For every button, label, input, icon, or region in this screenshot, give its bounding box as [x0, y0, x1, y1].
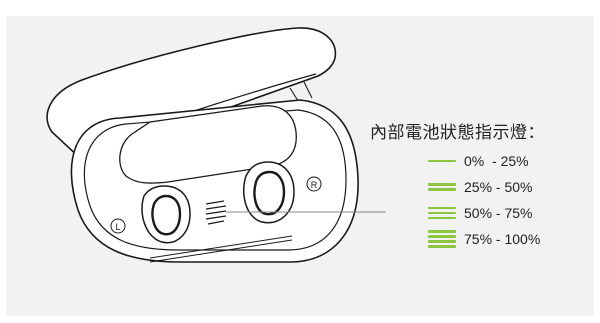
legend-title: 內部電池狀態指示燈：: [370, 123, 545, 143]
level-bars-icon: [428, 177, 456, 197]
indicator-bar: [428, 188, 456, 191]
legend-row-level-4: 75% - 100%: [428, 226, 598, 252]
legend-row-level-2: 25% - 50%: [428, 174, 598, 200]
battery-indicator-lights: [205, 200, 227, 225]
indicator-bar: [428, 159, 456, 163]
case-bottom-seam: [149, 235, 293, 263]
level-range-label: 75% - 100%: [464, 231, 541, 247]
right-earbud-slot: [253, 170, 286, 216]
indicator-bar: [428, 183, 456, 186]
level-range-label: 50% - 75%: [464, 205, 533, 221]
right-marker: R: [306, 176, 322, 192]
indicator-bar: [428, 235, 456, 238]
right-marker-label: R: [311, 180, 318, 190]
level-range-label: 25% - 50%: [464, 179, 533, 195]
indicator-bar: [428, 230, 456, 233]
indicator-bar: [428, 240, 456, 243]
indicator-bar: [428, 211, 456, 215]
level-bars-icon: [428, 151, 456, 171]
legend-row-level-3: 50% - 75%: [428, 200, 598, 226]
level-range-label: 0% - 25%: [464, 153, 529, 169]
left-marker: L: [110, 218, 126, 234]
left-marker-label: L: [115, 222, 120, 232]
indicator-bar: [428, 216, 456, 220]
level-bars-icon: [428, 203, 456, 223]
left-earbud-slot: [151, 194, 182, 236]
indicator-bar: [428, 206, 456, 210]
battery-status-legend: 內部電池狀態指示燈： 0% - 25% 25% - 50% 50% - 75% …: [370, 118, 590, 248]
level-bars-icon: [428, 229, 456, 249]
indicator-bar: [428, 245, 456, 248]
legend-row-level-1: 0% - 25%: [428, 148, 598, 174]
